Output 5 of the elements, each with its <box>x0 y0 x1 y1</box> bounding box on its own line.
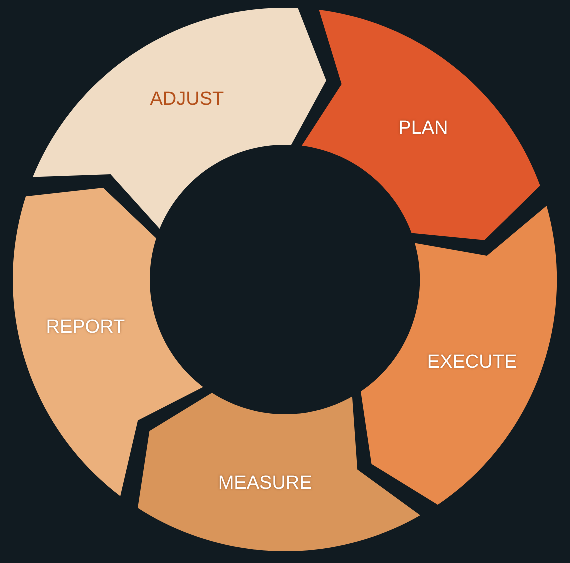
segment-label: EXECUTE <box>427 352 518 374</box>
segment-label: ADJUST <box>150 88 224 111</box>
segment-label: PLAN <box>398 118 448 140</box>
segment-label: REPORT <box>46 316 126 339</box>
segment-label: MEASURE <box>218 473 312 496</box>
